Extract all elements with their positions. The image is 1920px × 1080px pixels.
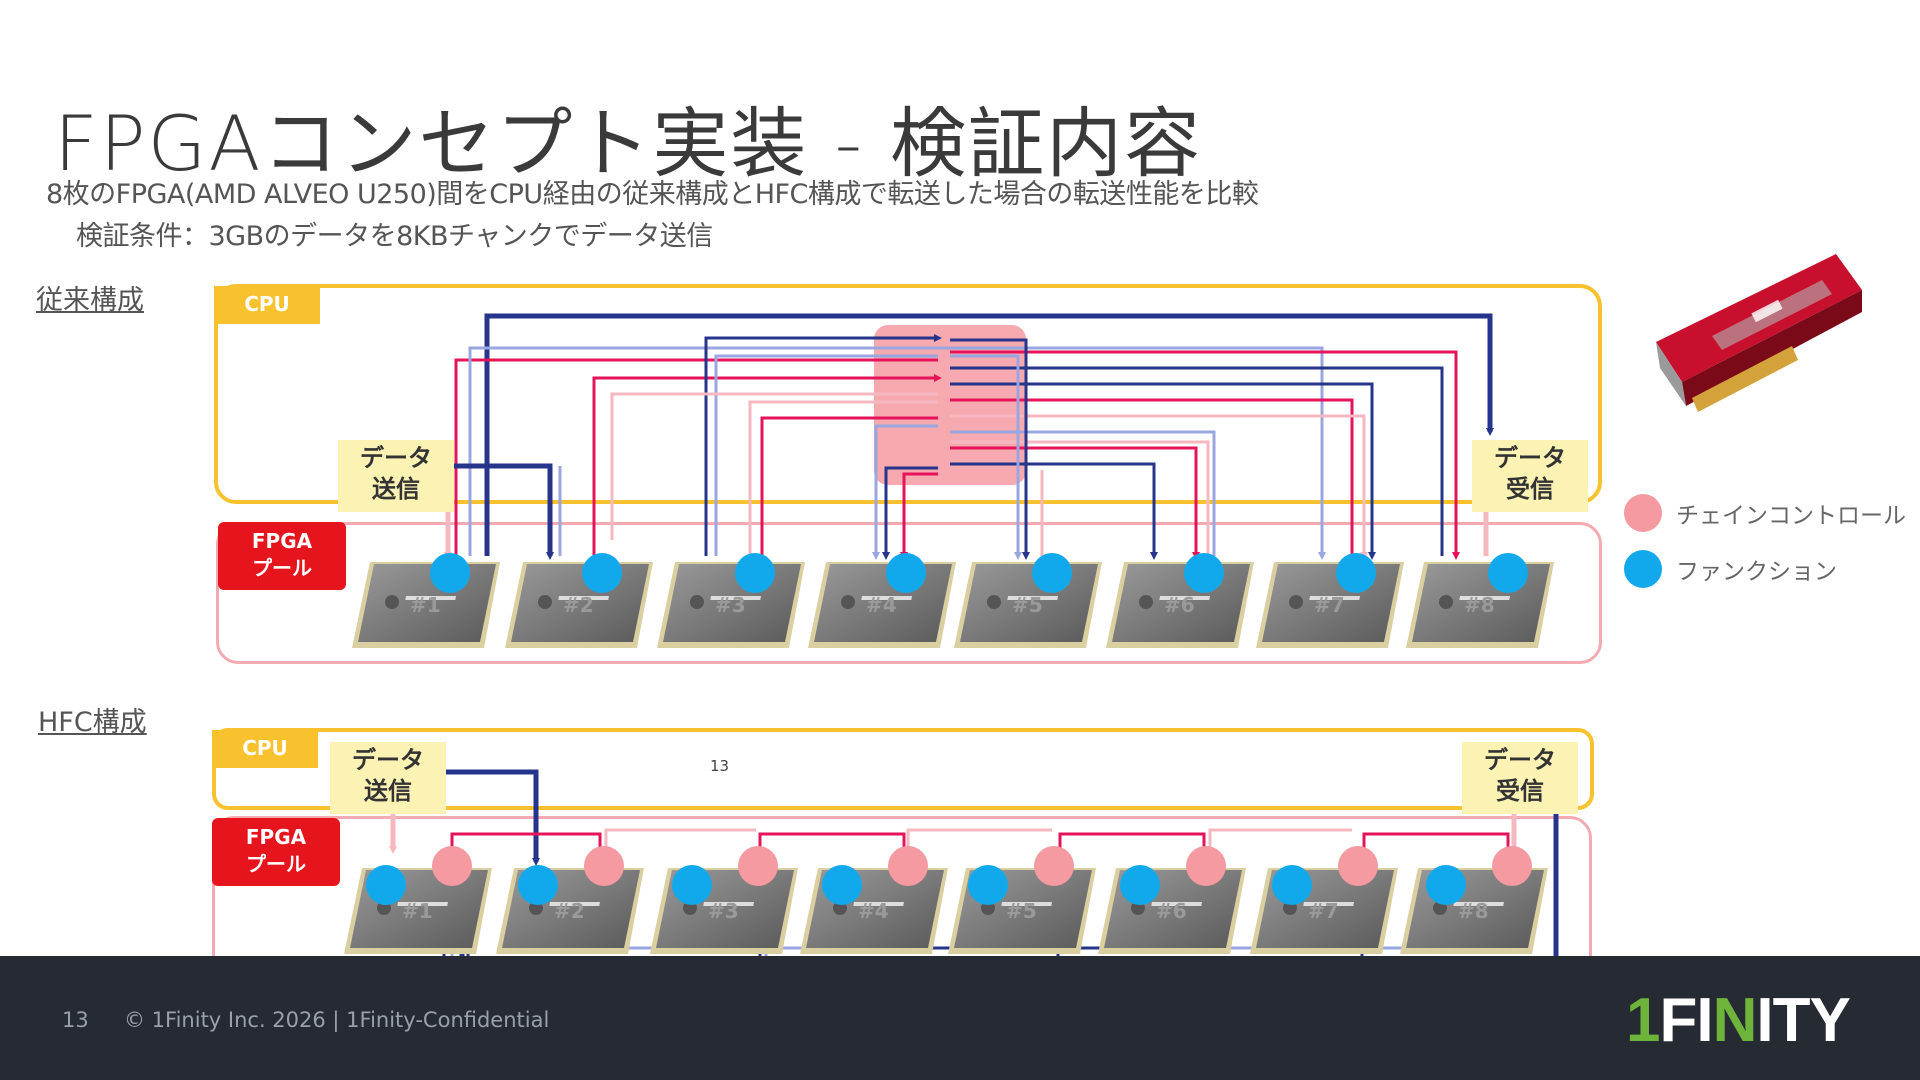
data-send-note-hfc: データ 送信: [330, 742, 446, 814]
chip-label: #3: [715, 593, 746, 617]
logo-one: 1: [1626, 986, 1659, 1055]
data-receive-note-conventional: データ 受信: [1472, 440, 1588, 512]
chain-control-circle: [1338, 846, 1378, 886]
chip-label: #6: [1156, 899, 1187, 923]
chain-control-circle: [432, 846, 472, 886]
logo-fi: FI: [1659, 986, 1712, 1055]
legend-function-label: ファンクション: [1676, 552, 1837, 586]
chain-control-circle: [1492, 846, 1532, 886]
chip-label: #7: [1308, 899, 1339, 923]
chip-label: #1: [402, 899, 433, 923]
function-circle: [1272, 865, 1312, 905]
logo-n: N: [1713, 986, 1757, 1055]
function-circle: [1426, 865, 1466, 905]
legend-chain-control-dot: [1624, 494, 1662, 532]
function-circle: [968, 865, 1008, 905]
chip-label: #1: [410, 593, 441, 617]
data-receive-note-hfc: データ 受信: [1462, 742, 1578, 814]
alveo-card-image: [1652, 250, 1866, 426]
footer-copyright: © 1Finity Inc. 2026 | 1Finity-Confidenti…: [124, 1008, 549, 1032]
function-circle: [735, 553, 775, 593]
chip-label: #4: [866, 593, 897, 617]
chain-control-circle: [738, 846, 778, 886]
function-circle: [518, 865, 558, 905]
footer-page-number: 13: [62, 1008, 89, 1032]
function-circle: [1120, 865, 1160, 905]
chip-label: #5: [1006, 899, 1037, 923]
chain-control-circle: [1034, 846, 1074, 886]
data-send-note-conventional: データ 送信: [338, 440, 454, 512]
legend-function: ファンクション: [1624, 550, 1837, 588]
legend-chain-control: チェインコントロール: [1624, 494, 1906, 532]
function-circle: [582, 553, 622, 593]
logo-rest: ITY: [1756, 986, 1849, 1055]
function-circle: [822, 865, 862, 905]
chip-label: #4: [858, 899, 889, 923]
legend-function-dot: [1624, 550, 1662, 588]
chip-label: #2: [563, 593, 594, 617]
function-circle: [1184, 553, 1224, 593]
chip-label: #5: [1012, 593, 1043, 617]
function-circle: [672, 865, 712, 905]
function-circle: [366, 865, 406, 905]
chip-label: #3: [708, 899, 739, 923]
function-circle: [1336, 553, 1376, 593]
chip-label: #8: [1464, 593, 1495, 617]
chain-control-circle: [584, 846, 624, 886]
function-circle: [1488, 553, 1528, 593]
function-circle: [886, 553, 926, 593]
chip-label: #6: [1164, 593, 1195, 617]
function-circle: [430, 553, 470, 593]
chip-label: #8: [1458, 899, 1489, 923]
company-logo: 1FINITY: [1626, 985, 1850, 1056]
chip-label: #2: [554, 899, 585, 923]
chain-control-circle: [1186, 846, 1226, 886]
chip-label: #7: [1314, 593, 1345, 617]
legend-chain-control-label: チェインコントロール: [1676, 496, 1906, 530]
function-circle: [1032, 553, 1072, 593]
chain-control-circle: [888, 846, 928, 886]
